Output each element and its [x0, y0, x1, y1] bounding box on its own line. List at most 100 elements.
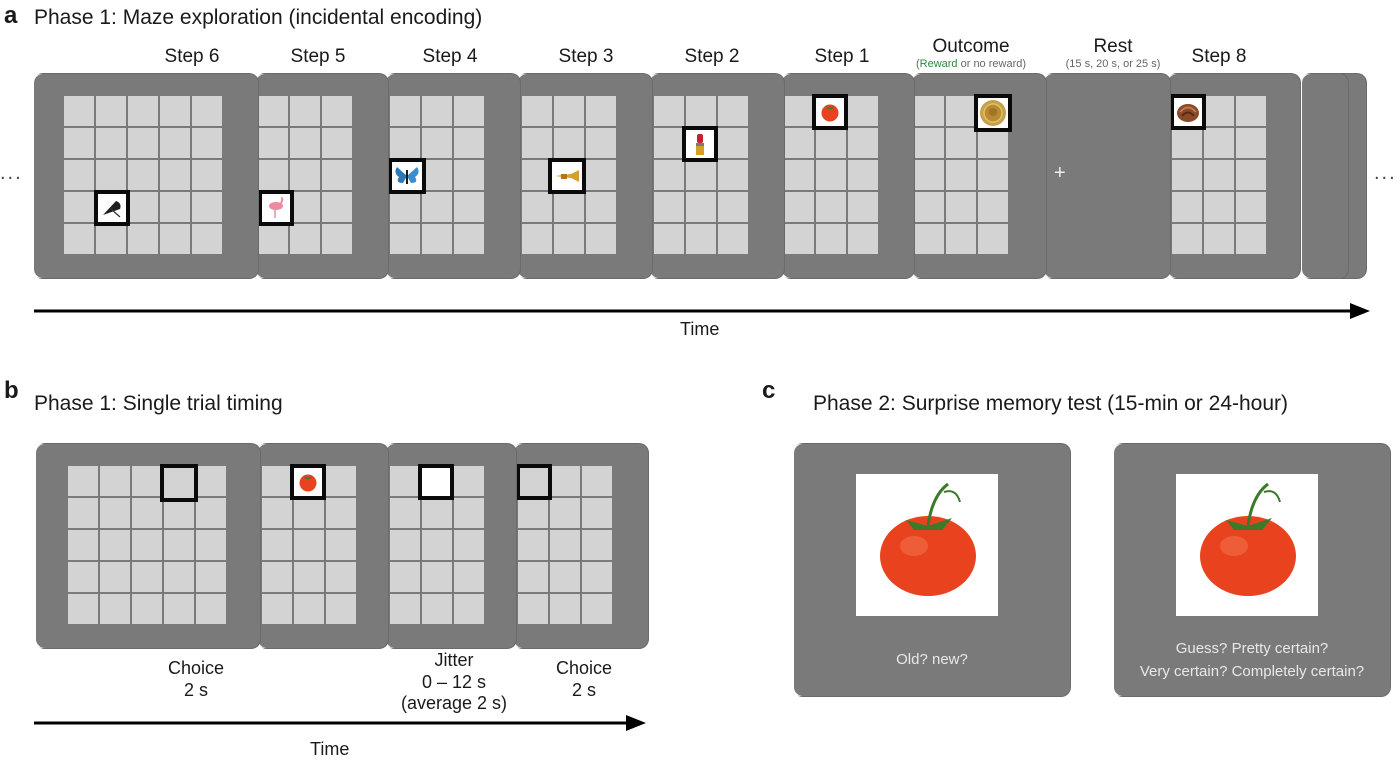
maze-cell — [454, 498, 484, 528]
panel-c-letter: c — [762, 377, 776, 404]
maze-cell — [422, 530, 452, 560]
selected-cell — [974, 94, 1012, 132]
maze-cell — [586, 160, 616, 190]
maze-cell — [132, 530, 162, 560]
maze-cell — [192, 96, 222, 126]
maze-cell — [554, 96, 584, 126]
screen-jitter — [386, 444, 516, 648]
maze-cell — [262, 530, 292, 560]
maze-cell — [132, 562, 162, 592]
maze-cell — [1236, 224, 1266, 254]
time-label-a: Time — [680, 319, 720, 339]
tomato-icon — [1200, 482, 1296, 596]
maze-cell — [164, 498, 194, 528]
maze-cell — [262, 594, 292, 624]
selected-cell — [258, 190, 294, 226]
maze-cell — [96, 160, 126, 190]
screen-choice-1 — [36, 444, 260, 648]
maze-cell — [290, 128, 320, 158]
maze-cell — [686, 224, 716, 254]
maze-cell — [454, 192, 484, 222]
maze-cell — [718, 192, 748, 222]
screen-choice-2 — [514, 444, 648, 648]
maze-cell — [654, 192, 684, 222]
step-label-6: Step 6 — [164, 46, 220, 67]
maze-cell — [654, 96, 684, 126]
maze-cell — [550, 530, 580, 560]
maze-cell — [978, 160, 1008, 190]
maze-cell — [1172, 224, 1202, 254]
maze-cell — [586, 192, 616, 222]
maze-cell — [96, 128, 126, 158]
maze-cell — [160, 224, 190, 254]
maze-cell — [718, 160, 748, 190]
maze-cell — [946, 160, 976, 190]
maze-cell — [322, 224, 352, 254]
step-label-5: Step 5 — [290, 46, 346, 67]
maze-cell — [718, 128, 748, 158]
maze-cell — [390, 128, 420, 158]
maze-cell — [816, 128, 846, 158]
ellipsis-right: ... — [1374, 162, 1397, 184]
maze-cell — [1236, 160, 1266, 190]
maze-cell — [654, 128, 684, 158]
maze-cell — [550, 498, 580, 528]
selected-cell — [812, 94, 848, 130]
outcome-label: Outcome — [932, 36, 1010, 57]
maze-cell — [978, 128, 1008, 158]
maze-cell — [586, 96, 616, 126]
maze-cell — [294, 594, 324, 624]
maze-cell — [848, 224, 878, 254]
maze-cell — [294, 562, 324, 592]
maze-cell — [294, 530, 324, 560]
maze-cell — [192, 128, 222, 158]
memory-test-screen-left: Old? new? — [794, 444, 1070, 696]
maze-cell — [322, 192, 352, 222]
maze-cell — [454, 594, 484, 624]
maze-cell — [326, 530, 356, 560]
maze-cell — [68, 530, 98, 560]
maze-cell — [196, 594, 226, 624]
maze-cell — [1236, 192, 1266, 222]
maze-cell — [686, 192, 716, 222]
maze-cell — [422, 96, 452, 126]
selected-cell — [548, 158, 586, 194]
maze-cell — [522, 192, 552, 222]
maze-cell — [454, 562, 484, 592]
maze-cell — [68, 498, 98, 528]
maze-cell — [946, 192, 976, 222]
maze-cell — [390, 192, 420, 222]
maze-cell — [64, 96, 94, 126]
maze-cell — [322, 160, 352, 190]
maze-cell — [196, 466, 226, 496]
maze-cell — [550, 466, 580, 496]
maze-cell — [390, 562, 420, 592]
maze-cell — [262, 498, 292, 528]
maze-cell — [100, 530, 130, 560]
maze-cell — [784, 192, 814, 222]
maze-cell — [326, 498, 356, 528]
maze-cell — [390, 498, 420, 528]
selected-cell — [388, 158, 426, 194]
maze-cell — [1204, 96, 1234, 126]
lipstick-icon — [696, 134, 704, 155]
maze-cell — [1204, 192, 1234, 222]
maze-cell — [262, 562, 292, 592]
maze-cell — [914, 160, 944, 190]
maze-cell — [1204, 128, 1234, 158]
maze-cell — [322, 128, 352, 158]
maze-cell — [718, 96, 748, 126]
maze-cell — [164, 562, 194, 592]
maze-cell — [1172, 192, 1202, 222]
maze-cell — [164, 594, 194, 624]
maze-cell — [290, 96, 320, 126]
selected-cell — [682, 126, 718, 162]
maze-cell — [290, 192, 320, 222]
panel-c-heading: Phase 2: Surprise memory test (15-min or… — [813, 392, 1289, 415]
maze-cell — [582, 562, 612, 592]
maze-cell — [784, 128, 814, 158]
maze-cell — [258, 128, 288, 158]
maze-cell — [454, 96, 484, 126]
screen-step-3 — [518, 74, 652, 278]
maze-cell — [522, 160, 552, 190]
